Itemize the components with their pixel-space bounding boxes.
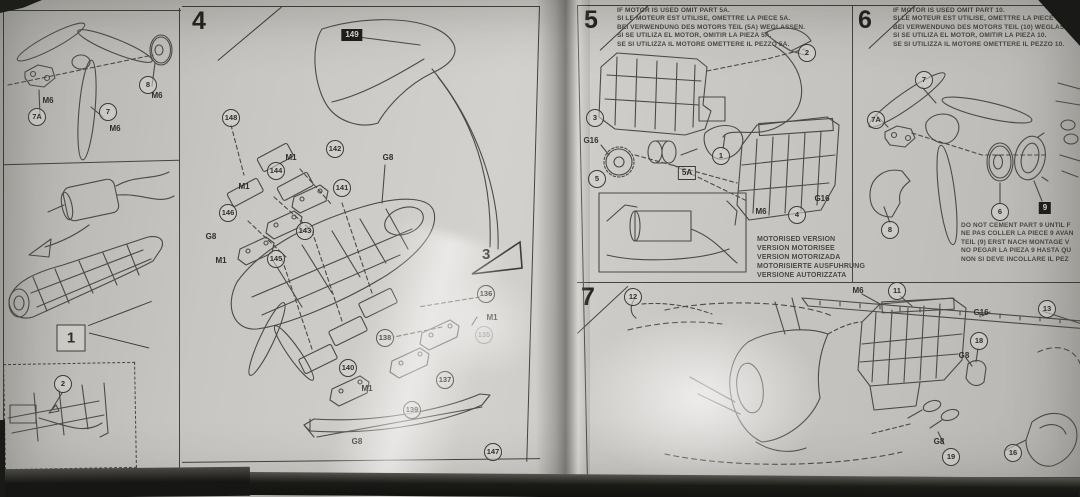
note-line: IF MOTOR IS USED OMIT PART 10. — [893, 7, 1005, 14]
step6-motor-note: IF MOTOR IS USED OMIT PART 10.SI LE MOTE… — [893, 7, 1080, 49]
panel-border — [577, 5, 1080, 7]
note-line: BEI VERWENDUNG DES MOTORS TEIL (10) WEGL… — [893, 23, 1080, 31]
part-callout-blackbox: 149 — [341, 29, 363, 41]
part-callout-circle: 143 — [296, 222, 314, 240]
step7-number: 7 — [581, 283, 595, 311]
note-line: DO NOT CEMENT PART 9 UNTIL F — [961, 222, 1071, 229]
part-callout-circle: 2 — [798, 44, 816, 62]
step5-number: 5 — [584, 6, 598, 34]
part-callout-circle: 19 — [942, 448, 960, 466]
part-callout-circle: 16 — [1004, 444, 1022, 462]
detail-panel-illustration — [7, 382, 109, 442]
note-line: NON SI DEVE INCOLLARE IL PEZ — [961, 255, 1069, 263]
step6-number: 6 — [858, 6, 872, 34]
part-ref-label: M6 — [42, 96, 54, 105]
step6-illustration — [868, 72, 1080, 246]
part-callout-box: 5A — [677, 166, 697, 180]
part-callout-circle: 148 — [222, 109, 240, 127]
part-callout-blackbox: 9 — [1038, 202, 1052, 214]
part-callout-circle: 7A — [867, 111, 885, 129]
part-ref-label: M1 — [238, 182, 250, 191]
part-ref-label: G8 — [382, 153, 394, 162]
panel-border — [3, 10, 181, 12]
part-callout-circle: 18 — [970, 332, 988, 350]
part-callout-circle: 4 — [788, 206, 806, 224]
note-line: VERSION MOTORIZADA — [757, 254, 841, 262]
part-ref-label: G16 — [583, 136, 599, 145]
note-line: SE SI UTILIZZA IL MOTORE OMETTERE IL PEZ… — [893, 40, 1065, 48]
note-line: NE PAS COLLER LA PIECE 9 AVAN — [961, 230, 1074, 238]
part-callout-circle: 145 — [267, 250, 285, 268]
step4-number: 4 — [192, 7, 206, 35]
note-line: SI LE MOTEUR EST UTILISE, OMETTRE LA PIE… — [893, 15, 1066, 23]
step5-motor-note: IF MOTOR IS USED OMIT PART 5A.SI LE MOTE… — [617, 7, 845, 49]
part-ref-label: G16 — [973, 308, 989, 317]
part-ref-label: M1 — [285, 153, 297, 162]
panel-border — [577, 282, 1080, 284]
part-callout-circle: 1 — [712, 147, 730, 165]
part-callout-circle: 6 — [991, 203, 1009, 221]
part-callout-circle: 8 — [881, 221, 899, 239]
note-line: IF MOTOR IS USED OMIT PART 5A. — [617, 7, 730, 14]
part-ref-label: G8 — [958, 351, 970, 360]
note-line: VERSIONE AUTORIZZATA — [757, 272, 847, 280]
part-callout-circle: 13 — [1038, 300, 1056, 318]
part-callout-circle: 142 — [326, 140, 344, 158]
part-callout-circle: 2 — [54, 375, 72, 393]
note-line: MOTORISIERTE AUSFUHRUNG — [757, 263, 866, 271]
part-ref-label: G8 — [205, 232, 217, 241]
table-edge-bottom-left — [0, 466, 251, 497]
part-callout-circle: 11 — [888, 282, 906, 300]
motor-panel-illustration — [8, 171, 175, 319]
note-line: SI LE MOTEUR EST UTILISE, OMETTRE LA PIE… — [617, 15, 791, 23]
part-callout-circle: 7A — [28, 108, 46, 126]
note-line: TEIL (9) ERST NACH MONTAGE V — [961, 238, 1070, 246]
note-line: NO PEGAR LA PIEZA 9 HASTA QU — [961, 247, 1072, 255]
part-callout-circle: 141 — [333, 179, 351, 197]
part-callout-circle: 3 — [586, 109, 604, 127]
part-ref-label: G16 — [814, 194, 830, 203]
photo-edge-left — [0, 420, 5, 497]
part-callout-tag: 1 — [56, 324, 86, 352]
part-callout-circle: 12 — [624, 288, 642, 306]
note-line: BEI VERWENDUNG DES MOTORS TEIL (5A) WEGL… — [617, 23, 806, 31]
part-ref-label: M6 — [109, 124, 121, 133]
step5-illustration — [598, 27, 840, 273]
propeller-panel-illustration — [7, 22, 173, 161]
part-callout-circle: 5 — [588, 170, 606, 188]
part-callout-circle: 7 — [915, 71, 933, 89]
part-ref-label: M6 — [151, 91, 163, 100]
panel-border — [852, 5, 854, 282]
note-line: SE SI UTILIZZA IL MOTORE OMETTERE IL PEZ… — [617, 40, 790, 48]
note-line: MOTORISED VERSION — [757, 236, 836, 243]
part-ref-label: G8 — [933, 437, 945, 446]
part-callout-circle: 7 — [99, 103, 117, 121]
note-line: SI SE UTILIZA EL MOTOR, OMITIR LA PIEZA … — [893, 32, 1047, 40]
panel-border — [179, 8, 181, 476]
note-line: VERSION MOTORISEE — [757, 245, 835, 253]
panel-border — [182, 6, 540, 8]
part-ref-label: M6 — [852, 286, 864, 295]
note-line: SI SE UTILIZA EL MOTOR, OMITIR LA PIEZA … — [617, 32, 772, 40]
panel-border — [3, 10, 5, 465]
part-ref-label: M6 — [755, 207, 767, 216]
part-ref-label: M1 — [215, 256, 227, 265]
part-callout-circle: 146 — [219, 204, 237, 222]
part-callout-circle: 144 — [267, 162, 285, 180]
part-callout-circle: 8 — [139, 76, 157, 94]
